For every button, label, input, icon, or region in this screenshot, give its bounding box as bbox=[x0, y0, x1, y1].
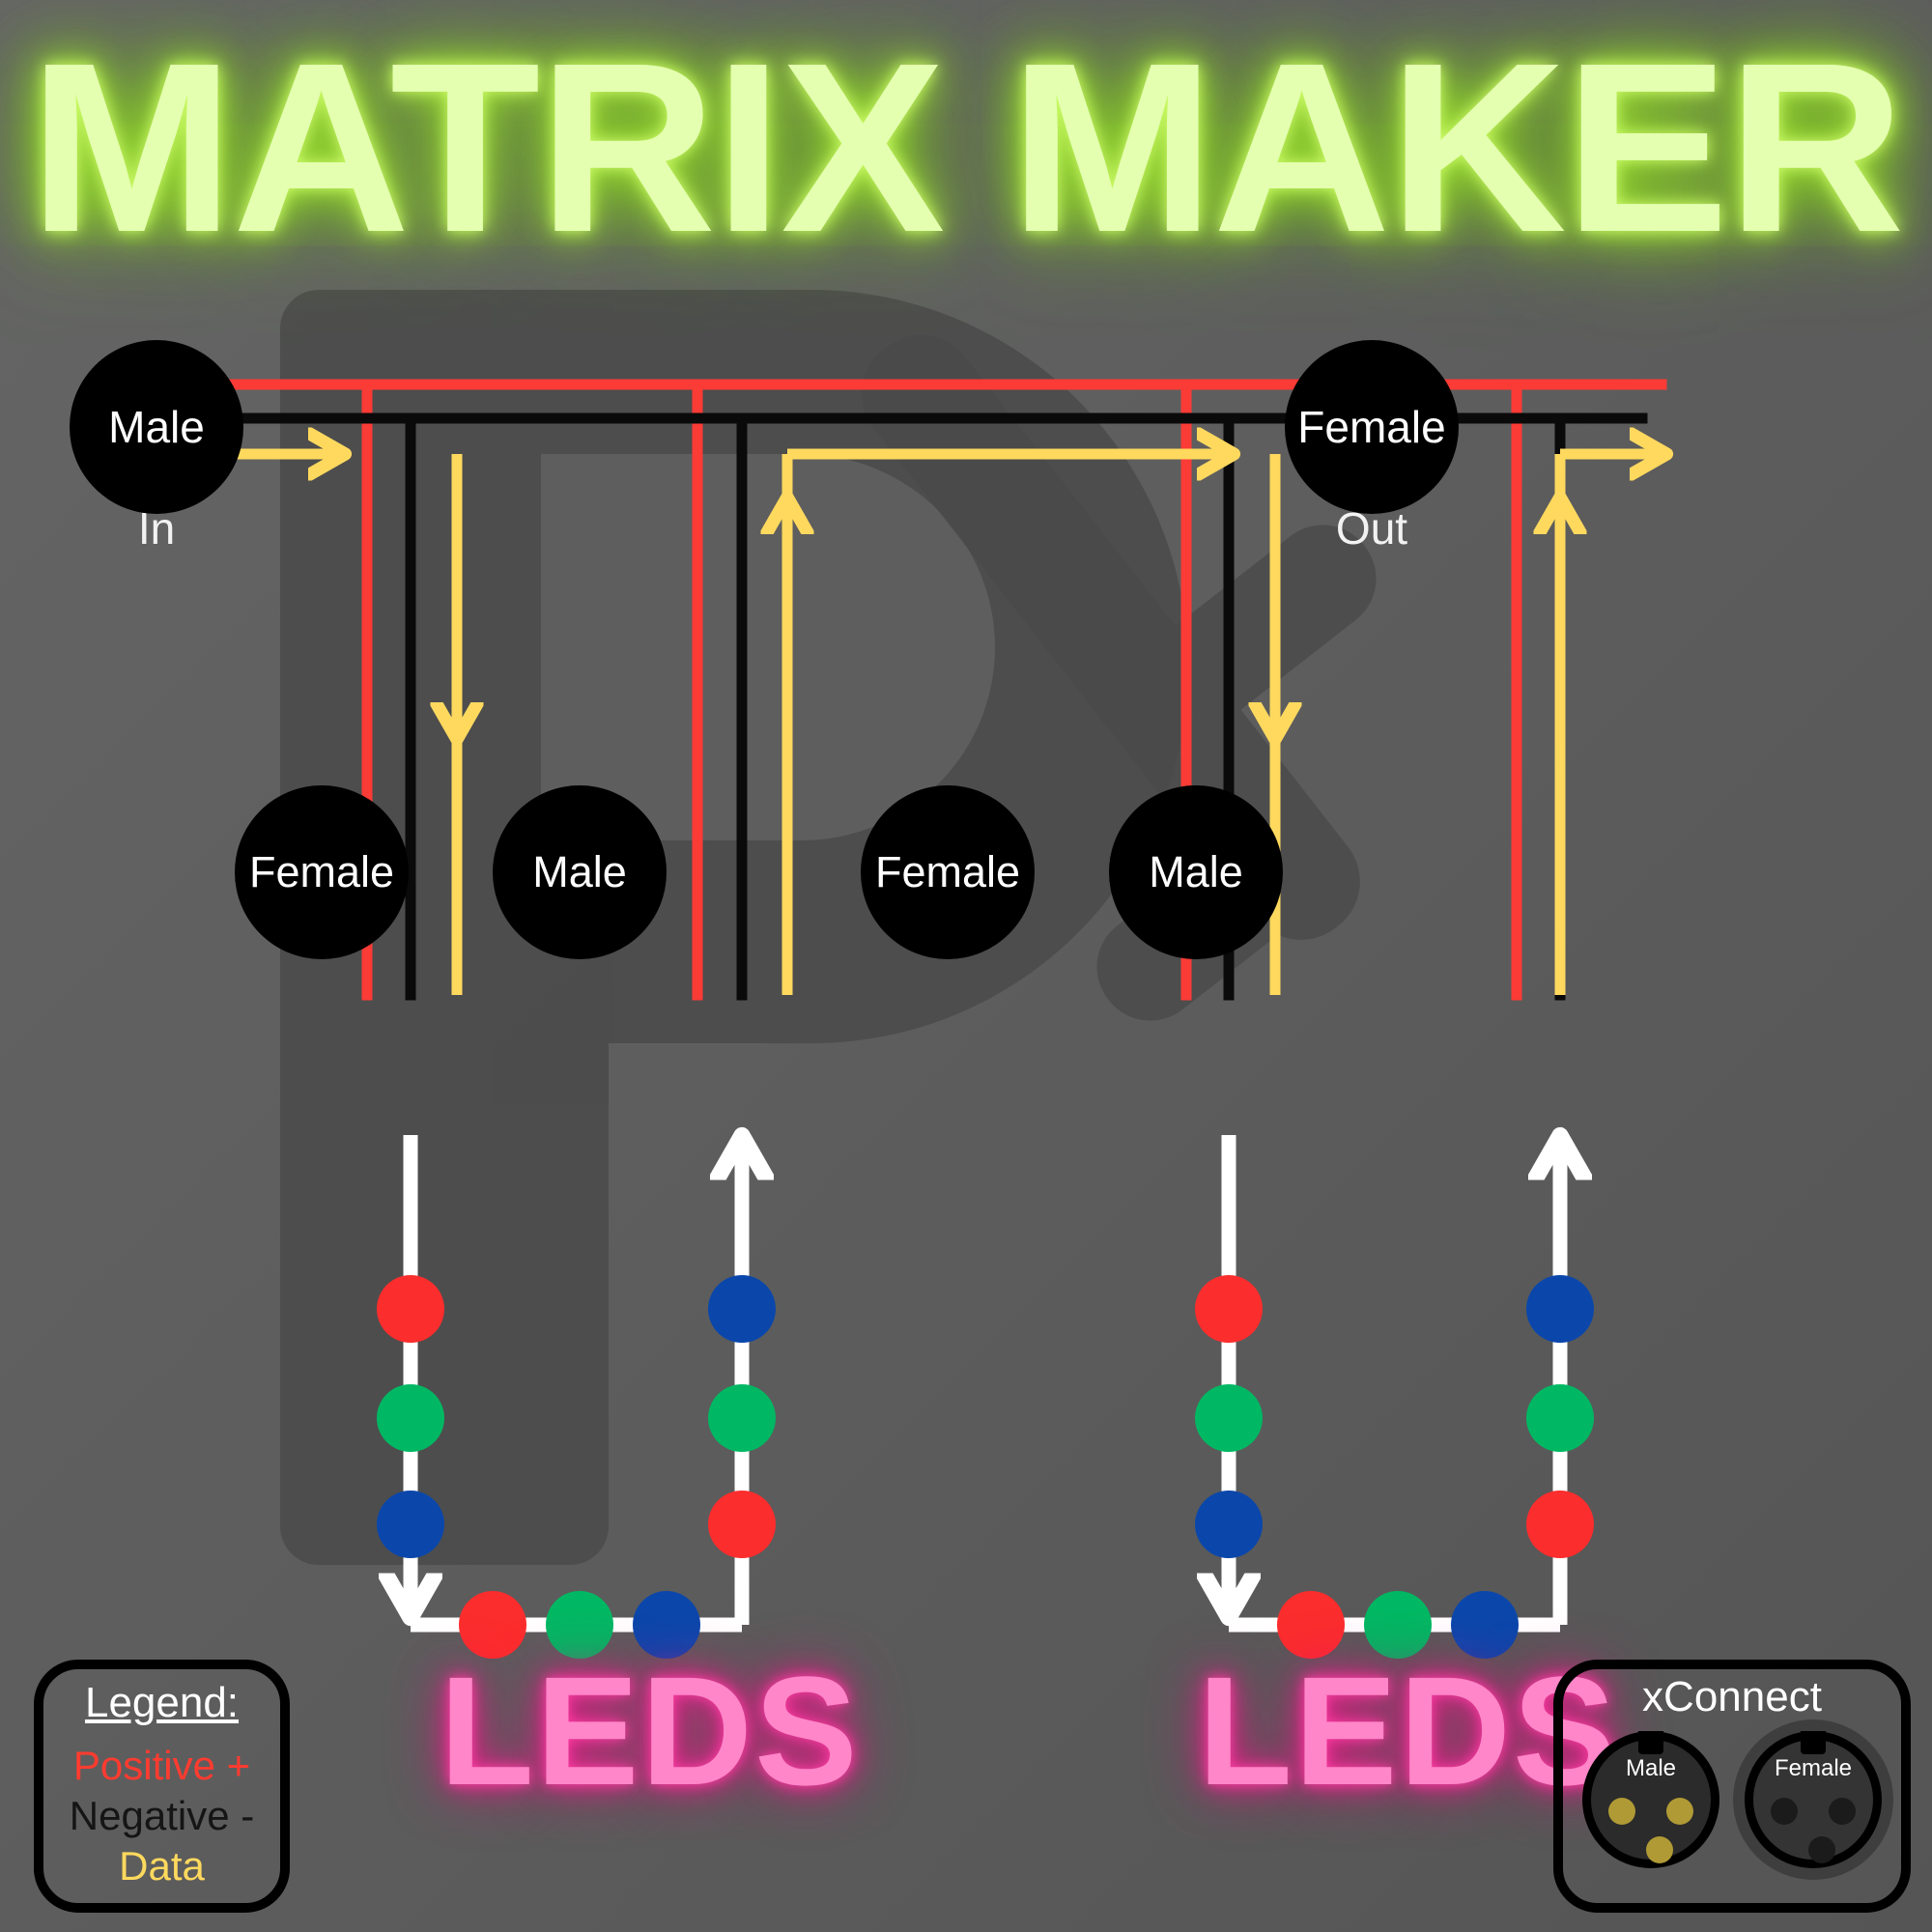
led-red bbox=[1526, 1491, 1594, 1558]
xlr-male-connector-icon: Male bbox=[1582, 1731, 1719, 1868]
xlr-pin-icon bbox=[1608, 1798, 1635, 1825]
xconnect-box: xConnect Male Female bbox=[1553, 1660, 1911, 1913]
led-pixels bbox=[377, 1275, 1594, 1659]
led-green bbox=[708, 1384, 776, 1452]
xlr-hole-icon bbox=[1771, 1798, 1798, 1825]
led-blue bbox=[1451, 1591, 1519, 1659]
connector-row-2-female[interactable]: Female bbox=[861, 785, 1035, 959]
legend-positive: Positive + bbox=[72, 1743, 251, 1788]
xlr-notch-icon bbox=[1801, 1731, 1826, 1754]
legend-title: Legend: bbox=[84, 1679, 240, 1726]
connector-label: Male bbox=[1149, 847, 1243, 896]
led-red bbox=[1277, 1591, 1345, 1659]
leds-label-right: LEDS bbox=[1198, 1644, 1618, 1817]
connector-label: Male bbox=[108, 402, 205, 452]
xlr-female-connector-icon: Female bbox=[1745, 1731, 1882, 1868]
led-wiring bbox=[411, 1135, 1560, 1633]
xlr-hole-icon bbox=[1808, 1836, 1835, 1863]
led-red bbox=[1195, 1275, 1263, 1343]
connector-label: Female bbox=[248, 847, 395, 896]
xlr-notch-icon bbox=[1638, 1731, 1663, 1754]
connector-output-female[interactable]: Female bbox=[1285, 340, 1459, 514]
led-blue bbox=[1526, 1275, 1594, 1343]
led-green bbox=[546, 1591, 613, 1659]
connector-row-1-male[interactable]: Male bbox=[493, 785, 667, 959]
connector-row-0-female[interactable]: Female bbox=[235, 785, 409, 959]
led-blue bbox=[633, 1591, 700, 1659]
leds-label-left: LEDS bbox=[440, 1644, 860, 1817]
led-red bbox=[459, 1591, 526, 1659]
connector-label: Female bbox=[874, 847, 1021, 896]
led-green bbox=[1526, 1384, 1594, 1452]
legend-data: Data bbox=[119, 1843, 205, 1889]
led-green bbox=[1195, 1384, 1263, 1452]
xlr-male-label: Male bbox=[1625, 1755, 1677, 1781]
xlr-pin-icon bbox=[1646, 1836, 1673, 1863]
led-red bbox=[377, 1275, 444, 1343]
legend-negative: Negative - bbox=[69, 1793, 255, 1839]
data-chain bbox=[220, 454, 1662, 995]
xlr-pin-icon bbox=[1666, 1798, 1693, 1825]
connector-input-male[interactable]: Male bbox=[70, 340, 243, 514]
xlr-female-label: Female bbox=[1774, 1755, 1853, 1781]
connector-label: Female bbox=[1297, 402, 1446, 452]
page-title: MATRIX MAKER bbox=[29, 13, 1905, 282]
legend-box: Legend: Positive + Negative - Data bbox=[34, 1660, 290, 1913]
led-red bbox=[708, 1491, 776, 1558]
connector-row-3-male[interactable]: Male bbox=[1109, 785, 1283, 959]
led-green bbox=[377, 1384, 444, 1452]
xconnect-title: xConnect bbox=[1642, 1673, 1822, 1720]
led-blue bbox=[1195, 1491, 1263, 1558]
led-blue bbox=[377, 1491, 444, 1558]
connector-label: Male bbox=[532, 847, 627, 896]
xlr-hole-icon bbox=[1829, 1798, 1856, 1825]
led-blue bbox=[708, 1275, 776, 1343]
led-green bbox=[1364, 1591, 1432, 1659]
